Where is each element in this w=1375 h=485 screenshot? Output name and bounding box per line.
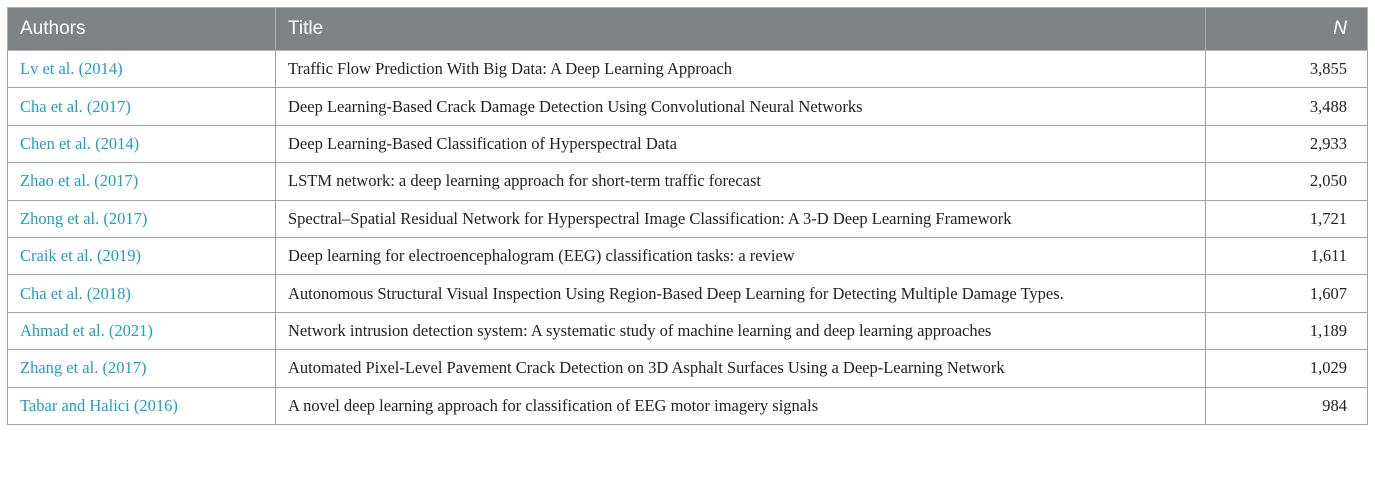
author-link[interactable]: Cha et al. (2017) [7,87,276,126]
citation-count: 1,029 [1205,349,1368,388]
citation-count: 1,611 [1205,236,1368,276]
paper-title: Deep Learning-Based Classification of Hy… [275,124,1206,164]
header-n: N [1205,7,1368,51]
citation-count: 3,855 [1205,49,1368,89]
table-body: Lv et al. (2014) Traffic Flow Prediction… [7,49,1368,425]
citation-table: Authors Title N Lv et al. (2014) Traffic… [7,7,1368,425]
citation-count: 3,488 [1205,87,1368,126]
table-row: Cha et al. (2017) Deep Learning-Based Cr… [7,87,1368,126]
paper-title: Autonomous Structural Visual Inspection … [275,274,1206,313]
author-link[interactable]: Tabar and Halici (2016) [7,386,276,425]
citation-count: 1,607 [1205,274,1368,313]
table-row: Zhong et al. (2017) Spectral–Spatial Res… [7,199,1368,238]
author-link[interactable]: Zhang et al. (2017) [7,349,276,388]
table-row: Cha et al. (2018) Autonomous Structural … [7,274,1368,313]
table-row: Craik et al. (2019) Deep learning for el… [7,236,1368,276]
header-authors: Authors [7,7,276,51]
author-link[interactable]: Craik et al. (2019) [7,236,276,276]
author-link[interactable]: Ahmad et al. (2021) [7,311,276,351]
paper-title: Spectral–Spatial Residual Network for Hy… [275,199,1206,238]
table-row: Tabar and Halici (2016) A novel deep lea… [7,386,1368,425]
header-row: Authors Title N [7,7,1368,51]
citation-count: 984 [1205,386,1368,425]
table-row: Zhang et al. (2017) Automated Pixel-Leve… [7,349,1368,388]
table-header: Authors Title N [7,7,1368,51]
citation-count: 2,050 [1205,162,1368,201]
paper-title: Automated Pixel-Level Pavement Crack Det… [275,349,1206,388]
citation-table-container: Authors Title N Lv et al. (2014) Traffic… [7,7,1368,425]
table-row: Ahmad et al. (2021) Network intrusion de… [7,311,1368,351]
citation-count: 1,721 [1205,199,1368,238]
paper-title: Deep learning for electroencephalogram (… [275,236,1206,276]
author-link[interactable]: Chen et al. (2014) [7,124,276,164]
table-row: Chen et al. (2014) Deep Learning-Based C… [7,124,1368,164]
table-row: Lv et al. (2014) Traffic Flow Prediction… [7,49,1368,89]
table-row: Zhao et al. (2017) LSTM network: a deep … [7,162,1368,201]
header-title: Title [275,7,1206,51]
citation-count: 1,189 [1205,311,1368,351]
author-link[interactable]: Zhong et al. (2017) [7,199,276,238]
paper-title: LSTM network: a deep learning approach f… [275,162,1206,201]
author-link[interactable]: Zhao et al. (2017) [7,162,276,201]
paper-title: Traffic Flow Prediction With Big Data: A… [275,49,1206,89]
paper-title: A novel deep learning approach for class… [275,386,1206,425]
paper-title: Deep Learning-Based Crack Damage Detecti… [275,87,1206,126]
author-link[interactable]: Lv et al. (2014) [7,49,276,89]
paper-title: Network intrusion detection system: A sy… [275,311,1206,351]
author-link[interactable]: Cha et al. (2018) [7,274,276,313]
citation-count: 2,933 [1205,124,1368,164]
